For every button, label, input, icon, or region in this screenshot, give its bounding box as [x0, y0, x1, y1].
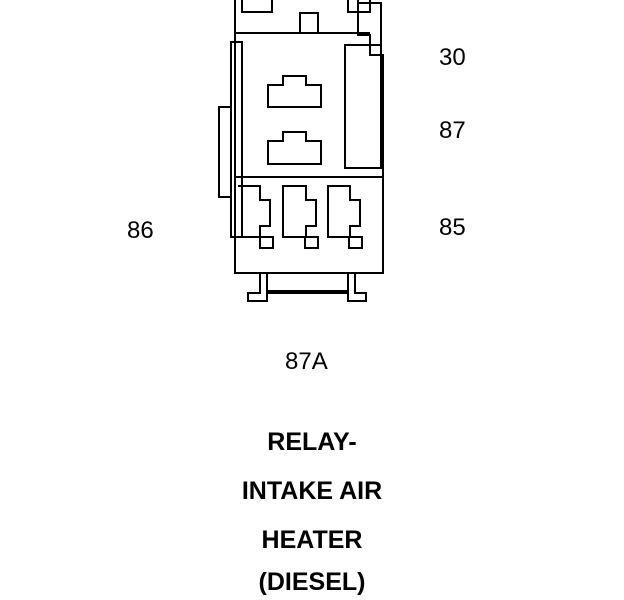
caption-line-2: INTAKE AIR — [241, 477, 383, 505]
terminal-cavity-30 — [267, 75, 322, 108]
terminal-cavity-87a — [282, 185, 317, 238]
right-slot — [235, 44, 383, 178]
left-latch — [218, 41, 243, 238]
caption-line-3: HEATER — [261, 526, 363, 554]
pin-label-30: 30 — [439, 44, 466, 71]
bottom-feet — [247, 273, 367, 302]
pin-label-86: 86 — [127, 217, 154, 244]
terminal-cavity-86 — [238, 185, 271, 238]
terminal-cavity-87 — [267, 131, 322, 165]
terminal-cavity-85 — [327, 185, 361, 238]
caption-line-4: (DIESEL) — [258, 568, 366, 596]
caption-line-1: RELAY- — [267, 428, 357, 456]
pin-label-87: 87 — [439, 117, 466, 144]
connector-housing — [234, 0, 384, 274]
pin-label-87a: 87A — [285, 348, 328, 375]
terminal-tab-85 — [348, 236, 363, 249]
terminal-tab-86 — [259, 236, 274, 249]
terminal-tab-87a — [304, 236, 319, 249]
pin-label-85: 85 — [439, 214, 466, 241]
